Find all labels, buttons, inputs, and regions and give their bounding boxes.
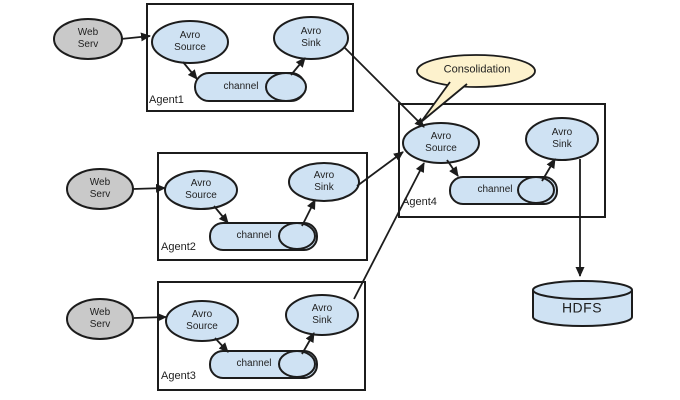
arrow-agent2-sink-to-agent4-source [356,151,404,187]
web-serv-3-node [66,298,134,340]
consolidation-callout [416,54,536,123]
arrow-agent2-source-to-channel [213,205,229,224]
agent1-avro-source-node [151,20,229,64]
arrow-webserv1-to-agent1-source [120,32,151,42]
arrow-agent1-channel-to-sink [290,57,306,76]
web-serv-2-label: Web Serv [89,177,113,200]
agent4-channel-end-node [517,176,555,204]
agent4-sink-label: Avro Sink [551,127,575,150]
arrow-agent2-channel-to-sink [301,199,316,227]
agent2-name-label: Agent2 [161,241,196,253]
agent1-channel-end-node [265,72,307,102]
arrow-agent3-sink-to-agent4-source [353,162,425,300]
agent2-sink-label: Avro Sink [313,170,337,193]
agent4-source-label: Avro Source [425,131,457,154]
agent3-channel-end-node [278,350,316,378]
hdfs-label: HDFS [561,299,603,316]
agent3-channel-label: channel [236,358,272,370]
web-serv-1-label: Web Serv [77,27,101,50]
hdfs-cylinder [532,280,633,327]
agent1-sink-label: Avro Sink [300,26,324,49]
arrow-agent1-sink-to-agent4-source [343,46,425,128]
web-serv-3-label: Web Serv [89,307,113,330]
agent4-avro-sink-node [525,117,599,161]
consolidation-bubble [416,54,536,88]
agent4-name-label: Agent4 [402,196,437,208]
agent3-sink-label: Avro Sink [311,303,335,326]
agent4-channel-label: channel [477,184,513,196]
agent1-channel-label: channel [223,81,259,93]
agent3-source-label: Avro Source [186,309,218,332]
arrow-webserv3-to-agent3-source [133,312,167,322]
hdfs-cylinder-body [532,290,633,327]
agent1-source-label: Avro Source [174,30,206,53]
agent2-channel-label: channel [236,230,272,242]
hdfs-cylinder-top [532,280,633,300]
agent2-channel-end-node [278,222,316,250]
arrow-agent4-channel-to-sink [541,158,556,182]
arrow-agent1-source-to-channel [182,61,198,80]
agent2-avro-sink-node [288,162,360,202]
agent1-name-label: Agent1 [149,94,184,106]
arrow-webserv2-to-agent2-source [132,183,166,193]
agent3-avro-sink-node [285,294,359,336]
arrow-agent3-channel-to-sink [301,332,315,355]
agent3-name-label: Agent3 [161,370,196,382]
agent4-avro-source-node [402,122,480,164]
consolidation-bubble-tail [420,81,468,123]
arrow-agent4-source-to-channel [446,159,459,177]
arrow-agent3-source-to-channel [214,337,229,353]
agent1-avro-sink-node [273,16,349,60]
agent2-source-label: Avro Source [185,178,217,201]
consolidation-label: Consolidation [443,63,511,76]
